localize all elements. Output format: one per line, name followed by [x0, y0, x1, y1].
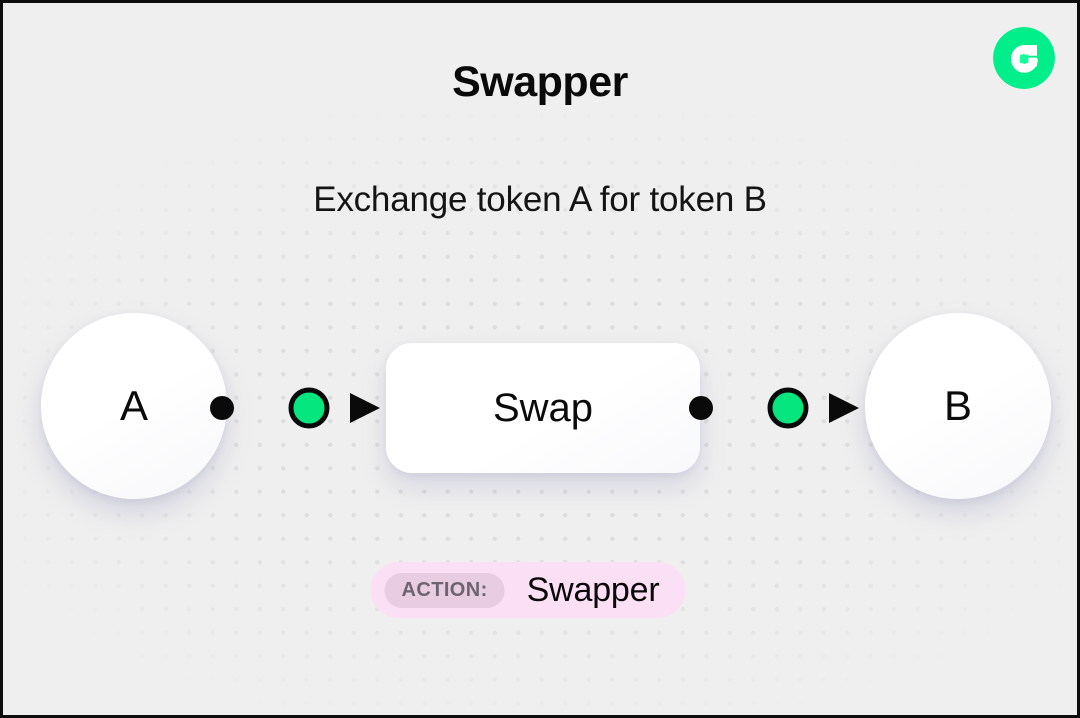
node-token-a[interactable]: A — [41, 313, 227, 499]
page-title: Swapper — [452, 58, 628, 106]
edge-b-source-dot — [689, 396, 713, 420]
action-badge: ACTION: Swapper — [370, 562, 686, 618]
node-swap[interactable]: Swap — [386, 343, 700, 473]
edge-b-mid-node[interactable] — [767, 387, 809, 429]
node-swap-label: Swap — [492, 385, 594, 430]
node-token-b-label: B — [943, 382, 972, 429]
edge-a-to-swap — [210, 387, 380, 429]
action-badge-label: ACTION: — [384, 572, 505, 608]
edge-a-source-dot — [210, 396, 234, 420]
edge-swap-to-b — [689, 387, 859, 429]
action-badge-value: Swapper — [526, 570, 660, 609]
edge-a-mid-node[interactable] — [288, 387, 330, 429]
flow-logo-icon — [993, 27, 1055, 89]
node-token-a-label: A — [119, 382, 148, 429]
page-subtitle: Exchange token A for token B — [313, 180, 767, 219]
node-token-b[interactable]: B — [865, 313, 1051, 499]
